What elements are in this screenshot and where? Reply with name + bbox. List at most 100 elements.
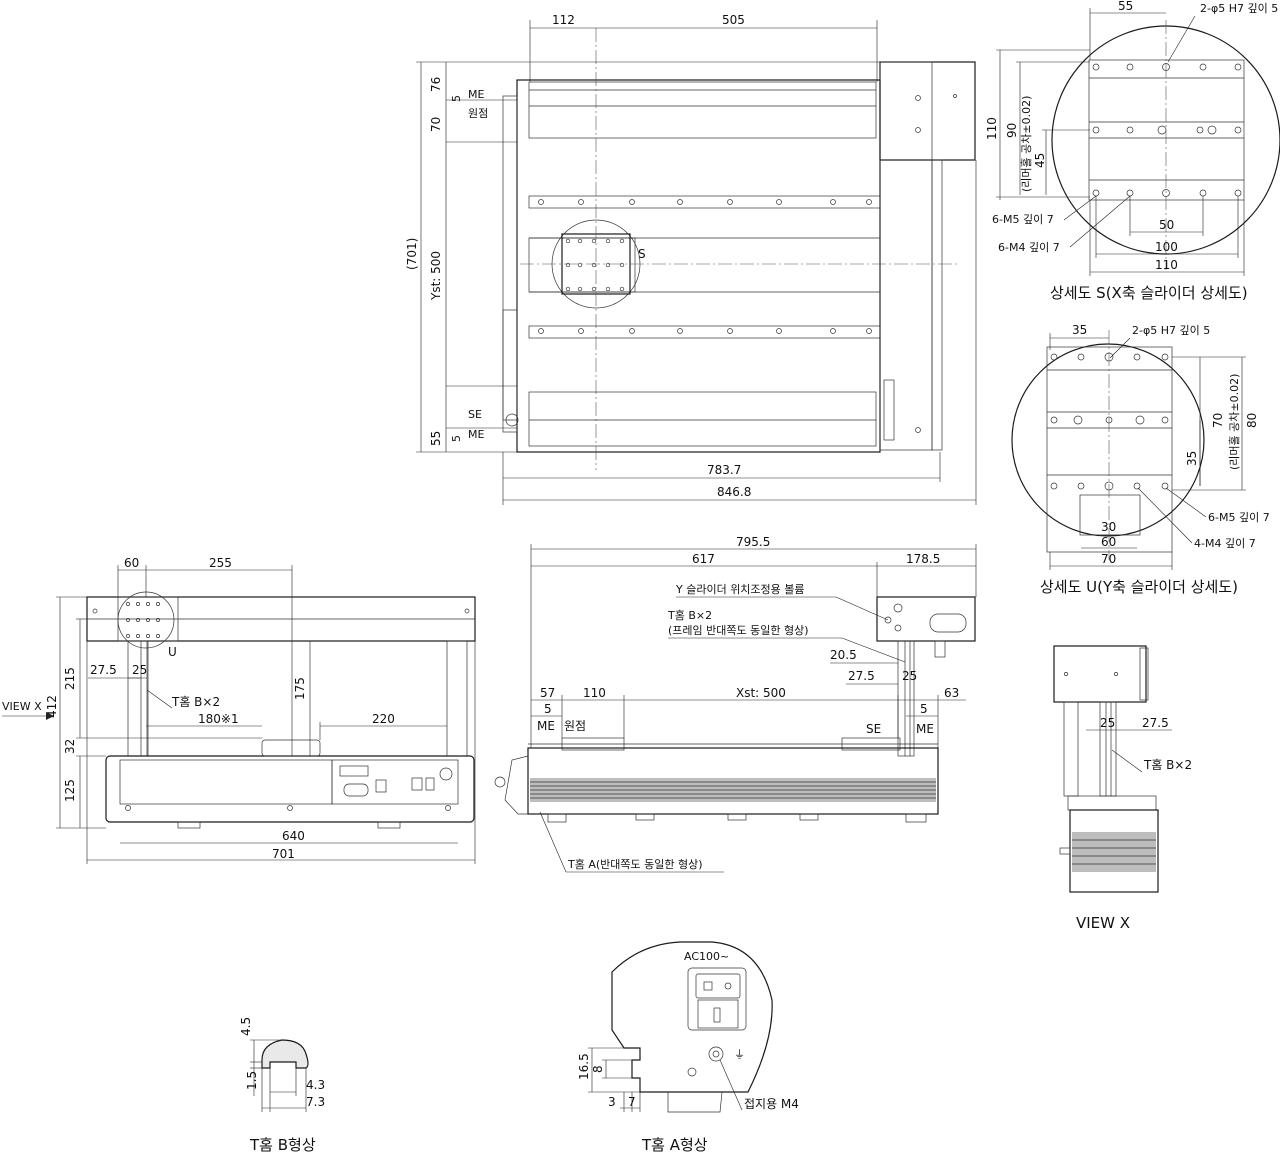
side-y-note: Y 슬라이더 위치조정용 볼륨 <box>675 583 805 596</box>
origin-top: 원점 <box>468 107 488 120</box>
profile-a: ⏚ AC100~ 16.5 8 3 7 접지용 M4 T홈 A형상 <box>577 941 799 1154</box>
dim-112: 112 <box>552 13 575 27</box>
detail-u-dim-35: 35 <box>1072 323 1087 337</box>
view-x-drawing: 25 27.5 T홈 B×2 VIEW X <box>1053 645 1192 932</box>
u-marker: U <box>168 645 177 659</box>
profile-a-dim-8: 8 <box>591 1065 605 1073</box>
top-view: S 112 505 76 5 ME 원점 70 (701) Yst: <box>405 13 977 505</box>
profile-a-dim-3: 3 <box>608 1095 616 1109</box>
front-dim-701: 701 <box>272 847 295 861</box>
front-dim-255: 255 <box>209 556 232 570</box>
detail-u-dim-70-h: 70 <box>1101 552 1116 566</box>
detail-u-dim-35-v: 35 <box>1185 451 1199 466</box>
profile-b-dim-15: 1.5 <box>245 1071 259 1090</box>
ground-symbol: ⏚ <box>734 1048 745 1061</box>
side-me-right: ME <box>916 722 934 736</box>
detail-s-dim-45: 45 <box>1033 153 1047 168</box>
detail-s-reamer: (리머홀 공차±0.02) <box>1020 96 1033 192</box>
side-dim-1785: 178.5 <box>906 552 940 566</box>
detail-s: 55 2-φ5 H7 깊이 5 110 90 (리머홀 공차±0.02) 45 … <box>985 0 1280 302</box>
me-top: ME <box>468 88 484 101</box>
dim-7837: 783.7 <box>707 463 741 477</box>
detail-s-dim-110-h: 110 <box>1155 258 1178 272</box>
front-dim-180: 180※1 <box>198 712 239 726</box>
detail-u-dim-80: 80 <box>1245 413 1259 428</box>
detail-u-reamer: (리머홀 공차±0.02) <box>1228 374 1241 470</box>
side-dim-110: 110 <box>583 686 606 700</box>
side-view: 795.5 617 178.5 Y 슬라이더 위치조정용 볼륨 T홈 B×2 (… <box>494 535 977 873</box>
profile-b: 4.5 1.5 4.3 7.3 T홈 B형상 <box>239 1017 325 1154</box>
dim-701-top: (701) <box>405 238 419 270</box>
dim-505: 505 <box>722 13 745 27</box>
front-dim-175: 175 <box>293 677 307 700</box>
dim-5-top: 5 <box>450 95 463 102</box>
detail-u-m4: 4-M4 깊이 7 <box>1194 537 1256 550</box>
detail-u-dim-60: 60 <box>1101 535 1116 549</box>
side-dim-63: 63 <box>944 686 959 700</box>
detail-u-title: 상세도 U(Y축 슬라이더 상세도) <box>1040 578 1238 596</box>
side-dim-5-right: 5 <box>920 702 928 716</box>
side-origin: 원점 <box>564 719 586 733</box>
detail-u-dim-30: 30 <box>1101 520 1116 534</box>
side-ribs <box>530 781 936 799</box>
front-dim-220: 220 <box>372 712 395 726</box>
profile-a-title: T홈 A형상 <box>641 1136 708 1154</box>
dim-5-bottom: 5 <box>450 435 463 442</box>
profile-b-dim-43: 4.3 <box>306 1078 325 1092</box>
slider-holes <box>565 238 625 292</box>
side-me-left: ME <box>537 719 555 733</box>
side-dim-205: 20.5 <box>830 648 857 662</box>
side-tgroove-b: T홈 B×2 <box>667 608 712 622</box>
s-marker: S <box>638 247 646 261</box>
front-dim-125: 125 <box>63 779 77 802</box>
detail-u-holes <box>1050 352 1169 491</box>
side-dim-5-left: 5 <box>544 702 552 716</box>
profile-b-dim-73: 7.3 <box>306 1095 325 1109</box>
front-dim-25: 25 <box>132 663 147 677</box>
front-u-holes <box>126 602 160 638</box>
se-left: SE <box>468 408 482 421</box>
detail-s-dim-100: 100 <box>1155 240 1178 254</box>
detail-s-m4: 6-M4 깊이 7 <box>998 241 1060 254</box>
side-dim-275: 27.5 <box>848 669 875 683</box>
detail-s-dim-90: 90 <box>1005 123 1019 138</box>
profile-a-ac: AC100~ <box>684 950 729 963</box>
side-se: SE <box>866 722 881 736</box>
viewx-dim-275: 27.5 <box>1142 716 1169 730</box>
front-view: 60 255 U 412 215 32 125 VIEW X 27.5 25 T… <box>2 556 476 864</box>
front-dim-412: 412 <box>45 695 59 718</box>
profile-a-dim-7: 7 <box>628 1095 636 1109</box>
front-tgroove-b: T홈 B×2 <box>171 695 220 709</box>
detail-s-dim-50: 50 <box>1159 218 1174 232</box>
detail-u-dim-70: 70 <box>1211 413 1225 428</box>
front-dim-640: 640 <box>282 829 305 843</box>
side-xst: Xst: 500 <box>736 686 786 700</box>
profile-a-dim-165: 16.5 <box>577 1053 591 1080</box>
dim-70: 70 <box>429 117 443 132</box>
detail-s-hole-note: 2-φ5 H7 깊이 5 <box>1200 2 1278 15</box>
front-dim-60: 60 <box>124 556 139 570</box>
viewx-dim-25: 25 <box>1100 716 1115 730</box>
view-x-label: VIEW X <box>2 700 42 713</box>
side-tgroove-a: T홈 A(반대쪽도 동일한 형상) <box>567 857 703 871</box>
detail-s-dim-110-v: 110 <box>985 117 999 140</box>
dim-55: 55 <box>429 431 443 446</box>
detail-s-dim-55: 55 <box>1118 0 1133 13</box>
yst: Yst: 500 <box>429 251 443 301</box>
side-dim-57: 57 <box>540 686 555 700</box>
me-bottom: ME <box>468 428 484 441</box>
front-dim-275: 27.5 <box>90 663 117 677</box>
side-dim-617: 617 <box>692 552 715 566</box>
dim-8468: 846.8 <box>717 485 751 499</box>
viewx-tgroove-b: T홈 B×2 <box>1143 758 1192 772</box>
front-dim-32: 32 <box>63 739 77 754</box>
side-dim-25: 25 <box>902 669 917 683</box>
side-dim-7955: 795.5 <box>736 535 770 549</box>
detail-u: 35 2-φ5 H7 깊이 5 70 (리머홀 공차±0.02) 80 35 6… <box>1011 323 1270 596</box>
detail-s-holes <box>1092 63 1242 197</box>
dim-76: 76 <box>429 77 443 92</box>
profile-a-ground: 접지용 M4 <box>744 1097 799 1111</box>
viewx-title: VIEW X <box>1076 914 1130 932</box>
front-dim-215: 215 <box>63 667 77 690</box>
